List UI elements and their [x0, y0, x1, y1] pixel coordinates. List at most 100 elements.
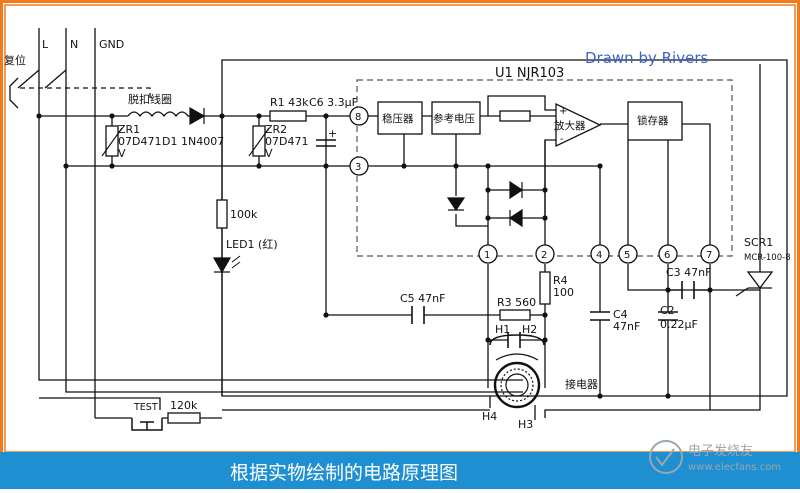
- resistor-r4: [539, 271, 551, 305]
- block-reference: [431, 101, 481, 135]
- label-100k: 100k: [230, 208, 258, 221]
- label-zr2-part: 07D471: [265, 135, 308, 148]
- pin5-route: [627, 264, 760, 291]
- pin-6-label: 6: [664, 250, 670, 261]
- label-h1: H1: [495, 323, 510, 336]
- capacitor-c4: [590, 311, 610, 321]
- label-c3: C3 47nF: [666, 266, 711, 279]
- label-h2: H2: [522, 323, 537, 336]
- internal-diode-3: [446, 197, 466, 212]
- wire-L: [38, 28, 523, 381]
- pin-8-label: 8: [355, 112, 361, 123]
- amplifier-triangle: [555, 102, 602, 148]
- label-trip-coil: 脱扣线圈: [128, 92, 172, 106]
- pin-7-label: 7: [706, 250, 712, 261]
- ref-to-bridge: [455, 214, 488, 227]
- credit-text: Drawn by Rivers: [585, 49, 708, 67]
- pin-5: [618, 244, 638, 264]
- label-N: N: [70, 38, 78, 51]
- test-button[interactable]: [131, 418, 163, 431]
- pin-6: [658, 244, 678, 264]
- amp-label: 放大器: [554, 119, 586, 132]
- resistor-120k: [167, 412, 201, 424]
- label-r4: R4: [553, 274, 568, 287]
- label-zr1-part: 07D471: [118, 135, 161, 148]
- reset-switch-blade-n: [44, 69, 67, 89]
- block-regulator-label: 稳压器: [382, 112, 414, 125]
- wires: [9, 28, 788, 420]
- varistor-zr1: [105, 125, 119, 157]
- label-c2: C2: [660, 304, 675, 317]
- pin-2-label: 2: [541, 250, 547, 261]
- label-L: L: [42, 38, 49, 51]
- electronic-logo-icon: [649, 440, 683, 474]
- varistor-zr1-slash: [101, 127, 123, 157]
- label-GND: GND: [99, 38, 124, 51]
- label-zr1: ZR1: [118, 123, 140, 136]
- label-test: TEST: [133, 402, 158, 413]
- pin-3-label: 3: [355, 162, 361, 173]
- label-c4-val: 47nF: [613, 320, 640, 333]
- amp-plus-in: [487, 95, 556, 116]
- varistor-zr2-slash: [248, 127, 270, 157]
- label-h4: H4: [482, 410, 497, 423]
- label-zr1-v: V: [118, 147, 126, 160]
- pin-5-label: 5: [624, 250, 630, 261]
- trip-coil: [127, 111, 190, 118]
- label-transformer: 接电器: [565, 378, 598, 391]
- varistor-zr2: [252, 125, 266, 157]
- reset-switch-bracket: [9, 77, 19, 109]
- current-transformer: [489, 334, 545, 409]
- label-c6-plus: +: [328, 127, 337, 140]
- label-c6: C6 3.3μF: [309, 96, 358, 109]
- capacitor-c3: [681, 281, 695, 299]
- capacitor-c6: [316, 139, 336, 147]
- resistor-r1: [269, 110, 307, 122]
- block-latch: [627, 101, 683, 141]
- label-r3: R3 560: [497, 296, 536, 309]
- amp-plus: +: [559, 106, 567, 117]
- capacitor-c2: [658, 311, 678, 321]
- resistor-r3: [499, 309, 531, 321]
- amp-minus: -: [560, 134, 564, 145]
- label-r4-val: 100: [553, 286, 574, 299]
- label-led1: LED1 (红): [226, 238, 278, 251]
- reset-switch-blade-l: [17, 69, 40, 89]
- scr1: [746, 271, 774, 300]
- resistor-100k: [216, 199, 228, 229]
- scr-route-2: [544, 300, 761, 418]
- pin-1-label: 1: [484, 250, 490, 261]
- block-reference-label: 参考电压: [433, 112, 475, 125]
- module-title: U1 NJR103: [495, 66, 564, 81]
- wire-N: [65, 28, 523, 393]
- label-scr1-part: MCR-100-8: [744, 253, 791, 263]
- label-c5: C5 47nF: [400, 292, 445, 305]
- inner-border: [4, 4, 796, 453]
- pin-8: [349, 106, 369, 126]
- internal-diode-1: [509, 180, 524, 200]
- led1-rays: [231, 255, 241, 269]
- block-regulator: [377, 101, 423, 135]
- pin-4-label: 4: [596, 250, 602, 261]
- label-h3: H3: [518, 418, 533, 431]
- pin-7: [700, 244, 720, 264]
- reset-link: [20, 87, 151, 100]
- label-zr2-v: V: [265, 147, 273, 160]
- label-reset: 复位: [4, 53, 26, 67]
- internal-resistor: [499, 110, 531, 122]
- capacitor-c5: [411, 306, 425, 324]
- scr1-gate: [735, 287, 749, 297]
- pin-4: [590, 244, 610, 264]
- pin-circles: [349, 106, 720, 264]
- label-c2-val: 0.22μF: [660, 318, 698, 331]
- watermark-site-cn: 电子发烧友: [688, 443, 753, 459]
- label-zr2: ZR2: [265, 123, 287, 136]
- test-loop: [39, 397, 161, 410]
- label-120k: 120k: [170, 399, 198, 412]
- pin-2: [535, 244, 555, 264]
- latch-out: [682, 123, 711, 254]
- junction-dots: [36, 113, 713, 399]
